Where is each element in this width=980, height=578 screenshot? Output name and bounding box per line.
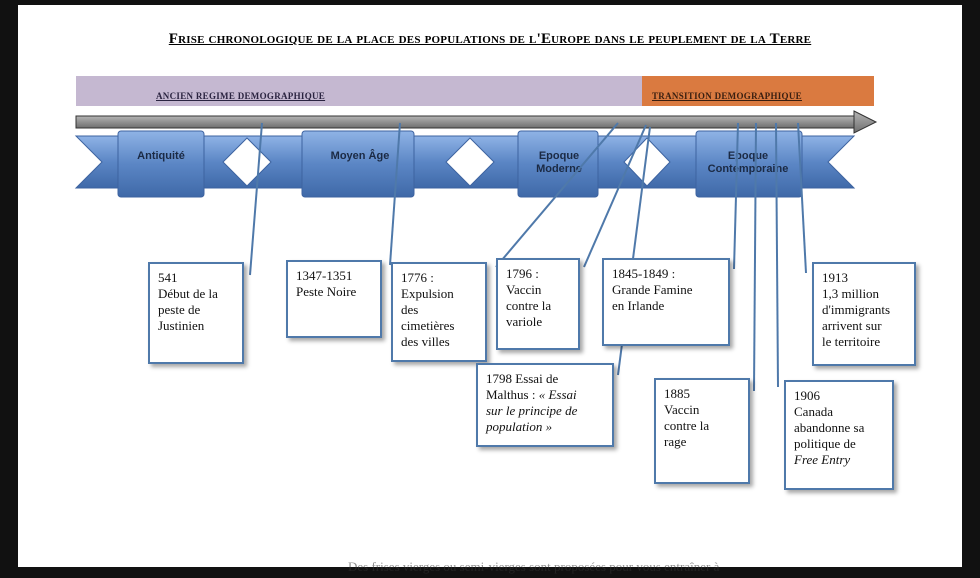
ancien-regime-band: ANCIEN REGIME DEMOGRAPHIQUE — [76, 76, 642, 106]
event-text-italic: population » — [486, 419, 553, 434]
event-year: 1913 — [822, 270, 848, 285]
event-text: des villes — [401, 334, 450, 349]
period-label-moyen-age: Moyen Âge — [331, 149, 390, 162]
event-box-1885: 1885 Vaccin contre la rage — [654, 378, 750, 484]
event-text: arrivent sur — [822, 318, 882, 333]
time-arrow — [75, 110, 878, 134]
event-text: rage — [664, 434, 687, 449]
event-text: Vaccin — [506, 282, 542, 297]
transition-band: TRANSITION DEMOGRAPHIQUE — [642, 76, 874, 106]
event-text: Canada — [794, 404, 833, 419]
event-text: 1,3 million — [822, 286, 880, 301]
event-year: 1776 : — [401, 270, 434, 285]
event-year: 1885 — [664, 386, 690, 401]
event-box-1796: 1796 : Vaccin contre la variole — [496, 258, 580, 350]
timeline-diagram: Antiquité Moyen Âge Epoque Moderne Epoqu… — [74, 110, 878, 392]
event-text: politique de — [794, 436, 856, 451]
event-year: 541 — [158, 270, 178, 285]
event-text-italic: « Essai — [538, 387, 577, 402]
period-label-moderne-1: Epoque — [539, 150, 579, 162]
event-text: Début de la — [158, 286, 218, 301]
event-box-1845: 1845-1849 : Grande Famine en Irlande — [602, 258, 730, 346]
period-label-moderne-2: Moderne — [536, 163, 582, 175]
event-box-1798: 1798 Essai de Malthus : « Essai sur le p… — [476, 363, 614, 447]
event-text: Expulsion — [401, 286, 454, 301]
event-year: 1845-1849 : — [612, 266, 676, 281]
event-text: peste de — [158, 302, 201, 317]
event-text: Vaccin — [664, 402, 700, 417]
event-text: d'immigrants — [822, 302, 891, 317]
event-text: contre la — [664, 418, 710, 433]
event-box-1913: 1913 1,3 million d'immigrants arrivent s… — [812, 262, 916, 366]
separator-diamond — [445, 137, 495, 187]
event-box-541: 541 Début de la peste de Justinien — [148, 262, 244, 364]
event-text: Peste Noire — [296, 284, 357, 299]
ancien-regime-label: ANCIEN REGIME DEMOGRAPHIQUE — [156, 91, 326, 101]
event-year: 1798 Essai de — [486, 371, 559, 386]
event-text: abandonne sa — [794, 420, 865, 435]
event-year: 1796 : — [506, 266, 539, 281]
period-antiquite — [117, 130, 205, 198]
event-text: des — [401, 302, 419, 317]
connector-lines — [249, 122, 807, 392]
period-label-antiquite: Antiquité — [137, 150, 185, 162]
period-moderne — [517, 130, 599, 198]
period-moyen-age — [301, 130, 415, 198]
event-text: en Irlande — [612, 298, 665, 313]
event-box-1776: 1776 : Expulsion des cimetières des vill… — [391, 262, 487, 362]
event-box-1906: 1906 Canada abandonne sa politique de Fr… — [784, 380, 894, 490]
event-text-italic: sur le principe de — [486, 403, 578, 418]
event-text: le territoire — [822, 334, 881, 349]
period-label-contemporaine-1: Epoque — [728, 150, 768, 162]
footer-text: Des frises vierges ou semi-vierges sont … — [348, 559, 720, 574]
event-text: Grande Famine — [612, 282, 693, 297]
event-text: cimetières — [401, 318, 455, 333]
event-year: 1906 — [794, 388, 820, 403]
page-title: Frise chronologique de la place des popu… — [168, 31, 812, 47]
event-box-1347: 1347-1351 Peste Noire — [286, 260, 382, 338]
transition-label: TRANSITION DEMOGRAPHIQUE — [652, 91, 802, 101]
event-text: variole — [506, 314, 543, 329]
event-text-italic: Free Entry — [794, 452, 851, 467]
period-label-contemporaine-2: Contemporaine — [708, 163, 789, 175]
event-year: 1347-1351 — [296, 268, 353, 283]
event-text: contre la — [506, 298, 552, 313]
document-page: Frise chronologique de la place des popu… — [18, 5, 962, 567]
event-text: Justinien — [158, 318, 205, 333]
event-text: Malthus : — [486, 387, 539, 402]
